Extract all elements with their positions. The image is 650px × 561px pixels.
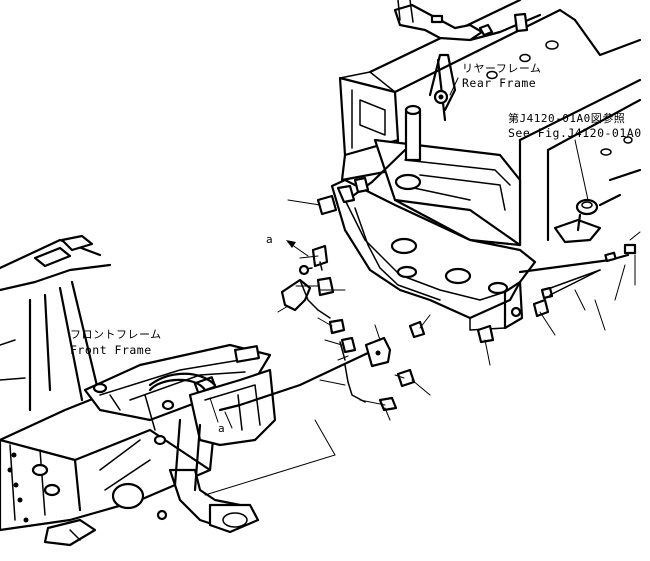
callout-labels: リヤーフレーム Rear Frame 第J4120-01A0図参照 See Fi… (70, 62, 642, 435)
front-frame-label-jp: フロントフレーム (70, 328, 162, 341)
frame-hole (545, 40, 559, 50)
reference-letter-a-upper: a (266, 233, 273, 246)
hinge-pin-boss (394, 173, 422, 191)
see-fig-label-jp: 第J4120-01A0図参照 (508, 111, 625, 125)
frame-hole (390, 237, 418, 255)
frame-hole (444, 267, 472, 285)
frame-hole (519, 53, 531, 63)
reference-letter-a-lower: a (218, 422, 225, 435)
front-frame-label-en: Front Frame (70, 343, 152, 357)
see-fig-label-en: See Fig.J4120-01A0 (508, 126, 642, 140)
frame-hole (486, 70, 498, 80)
front-frame (0, 234, 277, 547)
leader-lines (204, 77, 636, 496)
wiring-harness (218, 148, 601, 412)
rear-frame (330, 0, 642, 331)
rear-frame-label-en: Rear Frame (462, 76, 536, 90)
rear-frame-label-jp: リヤーフレーム (462, 62, 542, 75)
